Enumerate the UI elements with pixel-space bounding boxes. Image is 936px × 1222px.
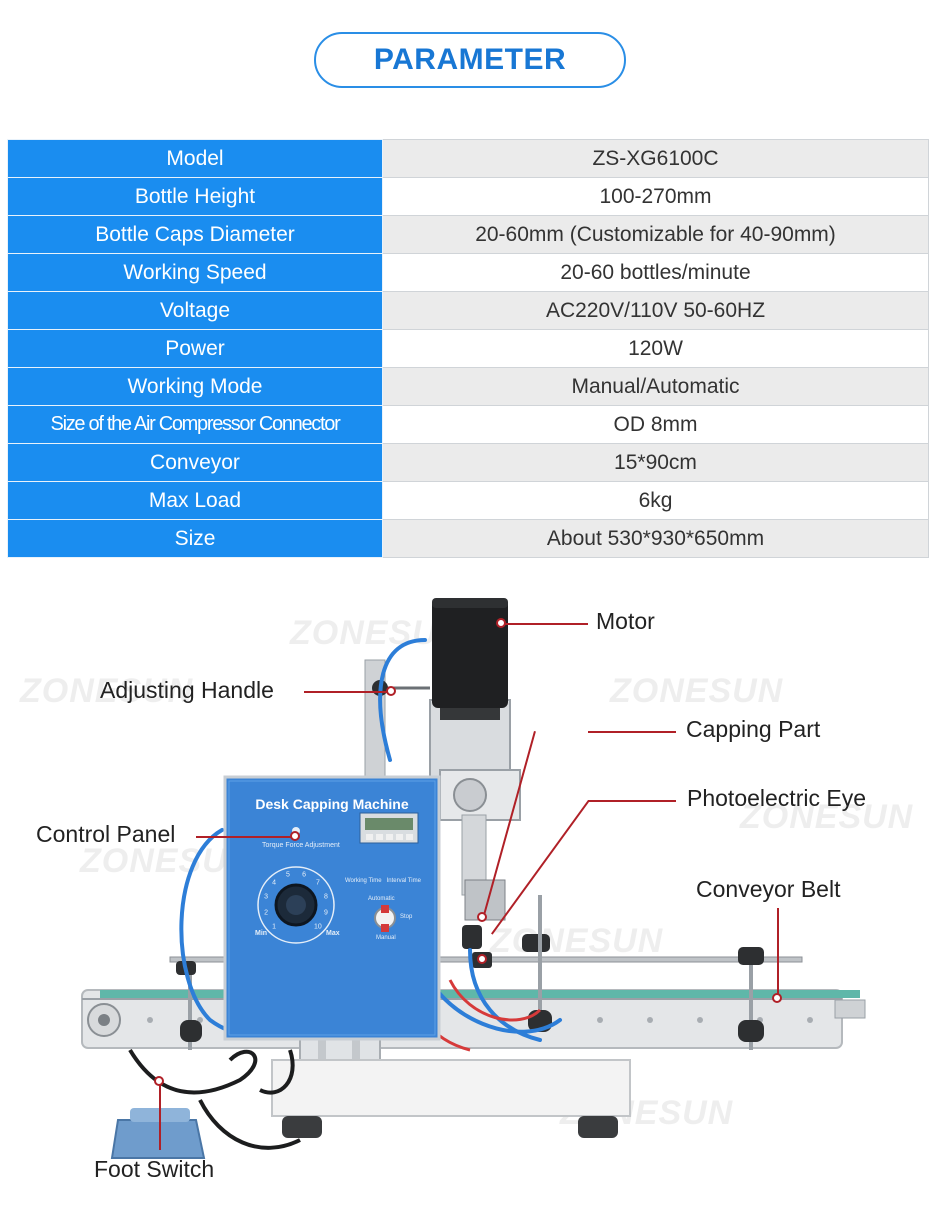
callout-dot	[477, 954, 487, 964]
spec-value: 20-60mm (Customizable for 40-90mm)	[382, 215, 929, 254]
spec-key: Voltage	[7, 291, 383, 330]
spec-key: Working Mode	[7, 367, 383, 406]
dial-number: 9	[323, 909, 328, 917]
spec-key: Working Speed	[7, 253, 383, 292]
panel-manual-label: Manual	[376, 935, 396, 941]
dial-number: 1	[272, 923, 277, 931]
spec-value: About 530*930*650mm	[382, 519, 929, 558]
spec-key: Model	[7, 139, 383, 178]
spec-value: 15*90cm	[382, 443, 929, 482]
callout-control-panel: Control Panel	[36, 821, 176, 847]
dial-number: 2	[264, 909, 268, 917]
callout-dot	[154, 1076, 164, 1086]
callout-dot	[386, 686, 396, 696]
callout-conveyor-belt: Conveyor Belt	[696, 876, 841, 902]
watermark-logo: ZONESUN	[740, 798, 914, 836]
spec-key: Power	[7, 329, 383, 368]
section-title: PARAMETER	[314, 32, 626, 88]
machine-illustration	[81, 598, 866, 1159]
leader-line	[304, 691, 390, 693]
panel-automatic-label: Automatic	[368, 896, 395, 902]
leader-line	[196, 836, 292, 838]
spec-key: Bottle Caps Diameter	[7, 215, 383, 254]
panel-stop-label: Stop	[400, 914, 413, 920]
dial-number: 8	[323, 893, 328, 901]
spec-key: Bottle Height	[7, 177, 383, 216]
callout-dot	[477, 912, 487, 922]
leader-line	[588, 731, 676, 733]
leader-line	[588, 800, 676, 802]
spec-value: ZS-XG6100C	[382, 139, 929, 178]
callout-dot	[496, 618, 506, 628]
spec-key: Size of the Air Compressor Connector	[7, 405, 383, 444]
control-panel-box	[223, 775, 441, 1041]
callout-capping-part: Capping Part	[686, 716, 821, 742]
panel-timer-label: Working Time Interval Time	[345, 878, 421, 884]
spec-value: AC220V/110V 50-60HZ	[382, 291, 929, 330]
callout-motor: Motor	[596, 608, 655, 634]
panel-title: Desk Capping Machine	[255, 796, 409, 812]
panel-min-label: Min	[255, 930, 268, 937]
panel-torque-label: Torque Force Adjustment	[262, 842, 340, 849]
callout-foot-switch: Foot Switch	[94, 1156, 215, 1182]
leader-line	[159, 1080, 161, 1150]
callout-dot	[772, 993, 782, 1003]
dial-number: 6	[302, 871, 306, 879]
spec-value: 120W	[382, 329, 929, 368]
dial-number: 3	[264, 893, 268, 901]
spec-key: Conveyor	[7, 443, 383, 482]
spec-value: Manual/Automatic	[382, 367, 929, 406]
panel-max-label: Max	[326, 930, 340, 937]
foot-switch-shape	[110, 1108, 206, 1159]
dial-number: 10	[314, 923, 322, 931]
leader-line	[777, 908, 779, 994]
callout-photoelectric-eye: Photoelectric Eye	[687, 785, 866, 811]
machine-figure: ZONESUN ZONESUN ZONESUN ZONESUN ZONESUN …	[0, 580, 936, 1222]
leader-line	[500, 623, 588, 625]
spec-key: Size	[7, 519, 383, 558]
spec-value: 6kg	[382, 481, 929, 520]
spec-key: Max Load	[7, 481, 383, 520]
spec-value: 100-270mm	[382, 177, 929, 216]
dial-number: 5	[286, 871, 290, 879]
spec-value: OD 8mm	[382, 405, 929, 444]
dial-number: 4	[272, 879, 277, 887]
watermark-logo: ZONESUN	[490, 922, 664, 960]
spec-value: 20-60 bottles/minute	[382, 253, 929, 292]
callout-adjusting-handle: Adjusting Handle	[100, 677, 274, 703]
callout-dot	[290, 831, 300, 841]
watermark-logo: ZONESUN	[610, 672, 784, 710]
dial-number: 7	[315, 879, 320, 887]
watermark-logo: ZONESUN	[20, 672, 194, 710]
